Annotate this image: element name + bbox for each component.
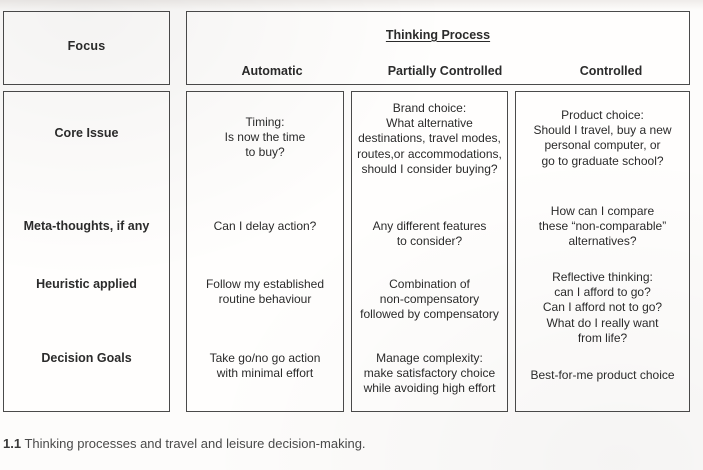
cell-controlled-core-issue: Product choice: Should I travel, buy a n… [533, 108, 672, 168]
cell-controlled-meta-thoughts: How can I compare these “non-comparable”… [538, 204, 667, 249]
figure-caption-number: 1.1 [3, 436, 22, 451]
scan-edge-shading [0, 0, 703, 10]
thinking-process-title: Thinking Process [385, 28, 491, 42]
row-label-decision-goals: Decision Goals [41, 351, 132, 365]
cell-automatic-meta-thoughts: Can I delay action? [213, 219, 317, 233]
column-box-partially-controlled: Brand choice: What alternative destinati… [351, 91, 508, 412]
column-box-automatic: Timing: Is now the time to buy? Can I de… [186, 91, 344, 412]
column-header-partially-controlled: Partially Controlled [387, 64, 503, 78]
row-labels-box: Core Issue Meta-thoughts, if any Heurist… [3, 91, 170, 412]
focus-header-box: Focus [3, 11, 170, 85]
figure-caption-text: Thinking processes and travel and leisur… [24, 436, 366, 451]
cell-automatic-core-issue: Timing: Is now the time to buy? [224, 115, 306, 160]
figure-caption: 1.1 Thinking processes and travel and le… [3, 436, 693, 451]
cell-partially-controlled-core-issue: Brand choice: What alternative destinati… [357, 101, 502, 176]
focus-header-label: Focus [67, 39, 106, 53]
cell-partially-controlled-decision-goals: Manage complexity: make satisfactory cho… [363, 351, 496, 396]
column-header-automatic: Automatic [241, 64, 303, 78]
cell-partially-controlled-heuristic: Combination of non-compensatory followed… [360, 277, 499, 322]
row-label-meta-thoughts: Meta-thoughts, if any [23, 219, 150, 233]
cell-automatic-heuristic: Follow my established routine behaviour [205, 277, 325, 307]
row-label-heuristic-applied: Heuristic applied [36, 277, 137, 291]
cell-automatic-decision-goals: Take go/no go action with minimal effort [209, 351, 321, 381]
column-box-controlled: Product choice: Should I travel, buy a n… [515, 91, 690, 412]
column-header-controlled: Controlled [579, 64, 643, 78]
cell-partially-controlled-meta-thoughts: Any different features to consider? [372, 219, 487, 249]
thinking-process-header-box: Thinking Process Automatic Partially Con… [186, 11, 690, 85]
cell-controlled-decision-goals: Best-for-me product choice [530, 368, 675, 382]
cell-controlled-heuristic: Reflective thinking: can I afford to go?… [542, 270, 663, 345]
row-label-core-issue: Core Issue [54, 126, 119, 140]
